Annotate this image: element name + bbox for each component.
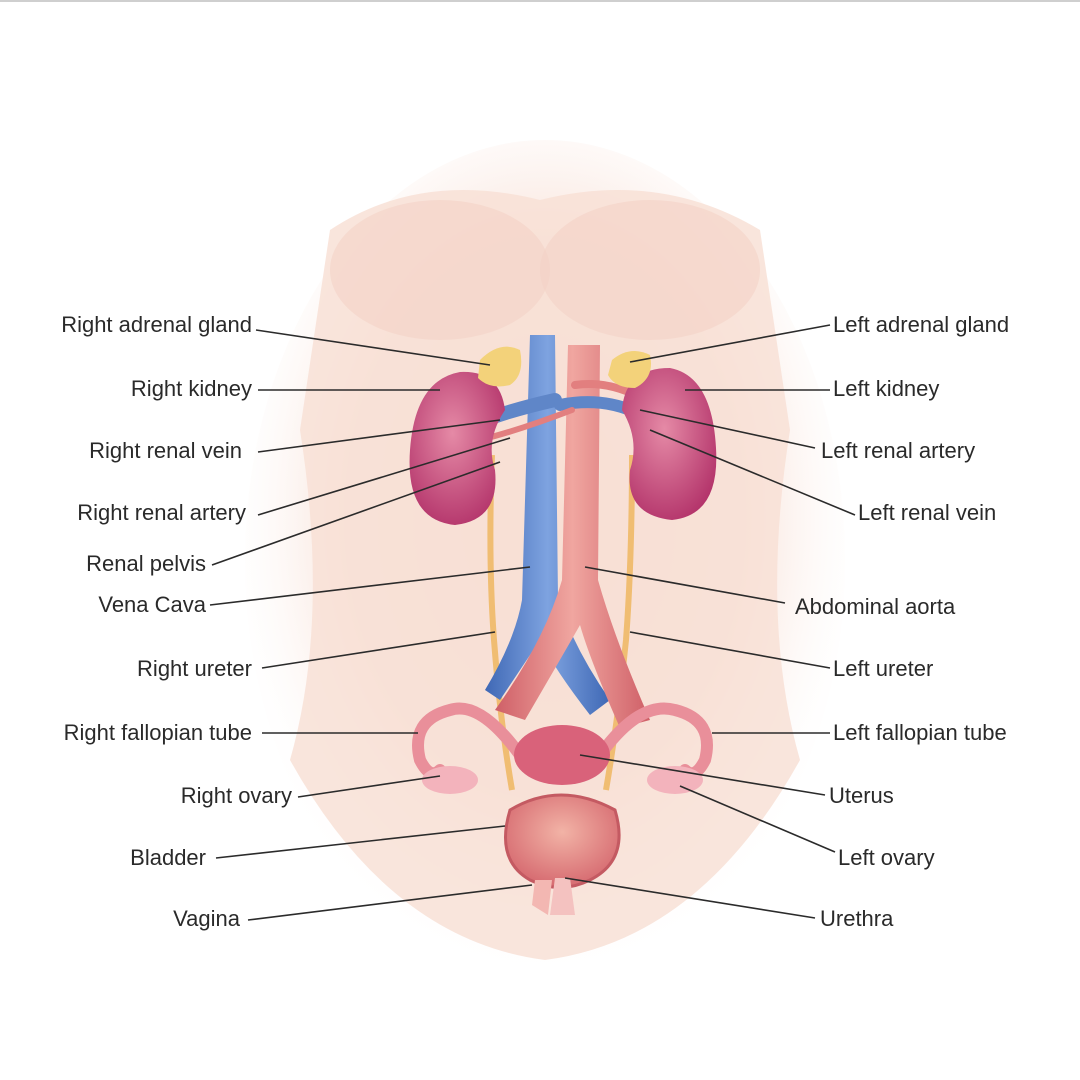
label-right-renal-artery: Right renal artery	[77, 500, 246, 525]
top-border	[0, 0, 1080, 2]
label-left-fallopian-tube: Left fallopian tube	[833, 720, 1007, 745]
label-right-adrenal-gland: Right adrenal gland	[61, 312, 252, 337]
leader-lines	[209, 324, 856, 921]
label-left-renal-vein: Left renal vein	[858, 500, 996, 525]
label-vagina: Vagina	[173, 906, 241, 931]
urethra	[550, 878, 575, 915]
label-left-ovary: Left ovary	[838, 845, 935, 870]
label-right-kidney: Right kidney	[131, 376, 252, 401]
right-kidney	[409, 371, 505, 525]
label-right-renal-vein: Right renal vein	[89, 438, 242, 463]
right-adrenal-gland	[478, 346, 522, 387]
label-left-ureter: Left ureter	[833, 656, 933, 681]
abdominal-aorta	[495, 345, 650, 728]
left-kidney	[622, 368, 717, 520]
label-left-adrenal-gland: Left adrenal gland	[833, 312, 1009, 337]
right-ovary	[422, 766, 478, 794]
label-abdominal-aorta: Abdominal aorta	[795, 594, 956, 619]
label-right-fallopian-tube: Right fallopian tube	[64, 720, 252, 745]
label-left-renal-artery: Left renal artery	[821, 438, 975, 463]
vagina	[532, 880, 552, 915]
label-right-ureter: Right ureter	[137, 656, 252, 681]
uterus	[514, 725, 610, 785]
label-vena-cava: Vena Cava	[98, 592, 206, 617]
label-uterus: Uterus	[829, 783, 894, 808]
vena-cava	[485, 335, 610, 715]
label-right-ovary: Right ovary	[181, 783, 292, 808]
bladder	[504, 793, 621, 889]
label-bladder: Bladder	[130, 845, 206, 870]
label-urethra: Urethra	[820, 906, 894, 931]
label-left-kidney: Left kidney	[833, 376, 939, 401]
label-renal-pelvis: Renal pelvis	[86, 551, 206, 576]
